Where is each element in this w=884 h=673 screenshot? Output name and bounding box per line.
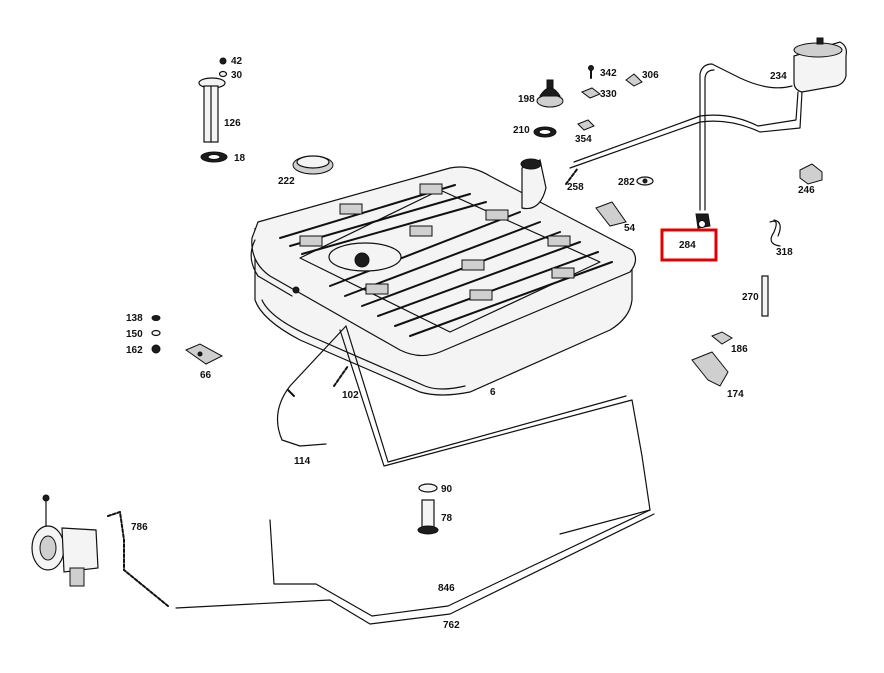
label-114: 114 <box>294 456 311 467</box>
part-354-clamp <box>577 119 595 131</box>
label-66: 66 <box>200 370 212 381</box>
part-186-clip <box>711 331 733 345</box>
label-198: 198 <box>518 94 535 105</box>
label-258: 258 <box>567 182 584 193</box>
label-126: 126 <box>224 118 241 129</box>
part-114-fuel-line <box>276 325 347 447</box>
label-246: 246 <box>798 185 815 196</box>
part-330-clip <box>580 87 602 99</box>
part-30-washer <box>218 70 228 78</box>
part-284-fitting <box>695 213 711 229</box>
part-234-vent-canister <box>793 37 847 93</box>
label-354: 354 <box>575 134 592 145</box>
part-222-cover <box>292 155 334 175</box>
part-318-spring-clip <box>769 219 781 247</box>
label-30: 30 <box>231 70 243 81</box>
vent-lines <box>569 63 803 211</box>
label-174: 174 <box>727 389 744 400</box>
label-284: 284 <box>679 240 696 251</box>
part-246-clip <box>799 163 823 185</box>
label-786: 786 <box>131 522 148 533</box>
part-342-screw <box>588 65 594 79</box>
part-762-fuel-line <box>175 509 655 625</box>
fuel-pump <box>31 494 99 587</box>
part-198-filler-cap <box>536 79 564 108</box>
label-78: 78 <box>441 513 453 524</box>
part-42-nut <box>219 57 227 65</box>
part-126-fuel-sender <box>198 77 226 143</box>
part-270-rod <box>761 275 769 317</box>
part-90-washer <box>418 483 438 493</box>
label-330: 330 <box>600 89 617 100</box>
label-186: 186 <box>731 344 748 355</box>
label-846: 846 <box>438 583 455 594</box>
part-150-washer <box>151 329 161 337</box>
label-42: 42 <box>231 56 243 67</box>
part-138-nut <box>151 315 161 321</box>
label-210: 210 <box>513 125 530 136</box>
part-210-seal-ring <box>533 126 557 138</box>
label-54: 54 <box>624 223 636 234</box>
label-18: 18 <box>234 153 246 164</box>
part-284-highlight-box[interactable] <box>660 228 718 262</box>
label-306: 306 <box>642 70 659 81</box>
fuel-tank <box>250 158 637 396</box>
label-162: 162 <box>126 345 143 356</box>
part-162-bolt <box>151 344 161 354</box>
label-762: 762 <box>443 620 460 631</box>
part-number-labels: 42 30 126 18 222 198 210 342 330 306 354… <box>126 56 815 631</box>
label-90: 90 <box>441 484 453 495</box>
part-258-hose <box>565 167 579 185</box>
label-102: 102 <box>342 390 359 401</box>
part-786-hose <box>107 511 169 607</box>
label-342: 342 <box>600 68 617 79</box>
label-318: 318 <box>776 247 793 258</box>
part-54-bracket <box>595 201 627 227</box>
label-270: 270 <box>742 292 759 303</box>
label-282: 282 <box>618 177 635 188</box>
part-18-gasket <box>200 151 228 163</box>
label-138: 138 <box>126 313 143 324</box>
part-78-drain-plug <box>417 499 439 535</box>
part-306-clip <box>625 73 643 87</box>
label-6: 6 <box>490 387 496 398</box>
part-174-bracket <box>691 351 729 387</box>
part-282-grommet <box>636 176 654 186</box>
return-line <box>339 325 651 535</box>
label-222: 222 <box>278 176 295 187</box>
part-66-plate <box>184 343 224 365</box>
label-150: 150 <box>126 329 143 340</box>
label-234: 234 <box>770 71 787 82</box>
part-102-hose <box>333 365 349 387</box>
